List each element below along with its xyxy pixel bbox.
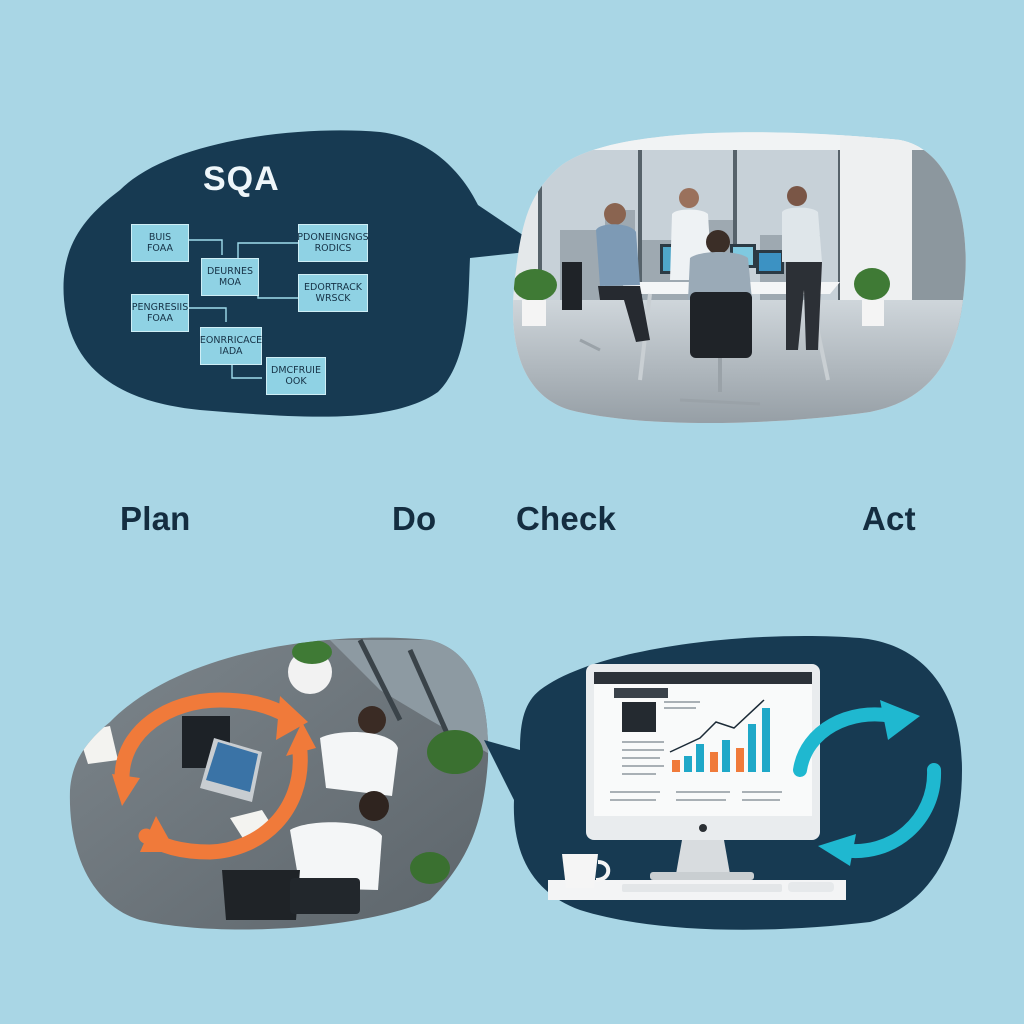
sqa-title: SQA bbox=[203, 160, 280, 198]
stage-label-plan: Plan bbox=[120, 500, 191, 537]
check-teamwork-photo bbox=[69, 637, 489, 930]
stage-label-act: Act bbox=[862, 500, 916, 537]
teal-cycle-arrows bbox=[793, 707, 942, 859]
teal-arrowheads bbox=[818, 700, 920, 866]
plan-speech-bubble bbox=[63, 130, 546, 417]
orange-arrowheads bbox=[112, 696, 316, 852]
screen-bar-chart bbox=[669, 699, 770, 772]
flowchart-connectors bbox=[186, 239, 298, 379]
stage-label-do: Do bbox=[392, 500, 437, 537]
stage-label-check: Check bbox=[516, 500, 617, 537]
do-office-photo bbox=[512, 132, 966, 423]
imac-monitor bbox=[548, 664, 846, 900]
